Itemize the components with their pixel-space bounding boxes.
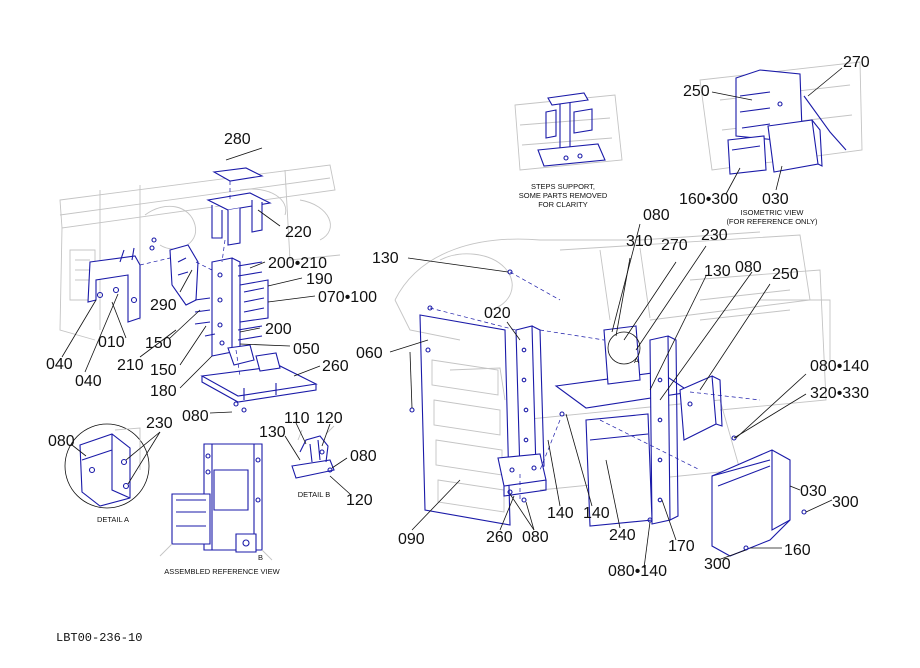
callout-080-left: 080 [182, 408, 209, 425]
callout-270-iso: 270 [843, 54, 870, 71]
callout-labels: 280 220 200•210 190 070•100 290 010 040 … [46, 54, 870, 580]
caption-steps-support-line2: SOME PARTS REMOVED [519, 191, 608, 200]
callout-260-right: 260 [486, 529, 513, 546]
caption-isometric-line1: ISOMETRIC VIEW [741, 208, 805, 217]
right-frame-context [394, 231, 831, 491]
callout-280: 280 [224, 131, 251, 148]
caption-letter-a: A [634, 356, 639, 365]
leader-lines [61, 67, 843, 569]
right-assembly-lines [429, 271, 761, 500]
callout-300-a: 300 [832, 494, 859, 511]
part-020-upright [515, 325, 545, 475]
part-250-side-panel [679, 375, 723, 441]
callout-300-b: 300 [704, 556, 731, 573]
caption-assembled-reference-view: ASSEMBLED REFERENCE VIEW [164, 567, 280, 576]
callout-010: 010 [98, 334, 125, 351]
caption-steps-support-line3: FOR CLARITY [538, 200, 588, 209]
assembled-reference-view [159, 443, 273, 561]
callout-220: 220 [285, 224, 312, 241]
callout-140-a: 140 [547, 505, 574, 522]
callout-270: 270 [661, 237, 688, 254]
callout-230: 230 [701, 227, 728, 244]
callout-200-210: 200•210 [268, 255, 327, 272]
callout-080-140-right: 080•140 [810, 358, 869, 375]
part-010-bracket [87, 247, 141, 323]
callout-260-left: 260 [322, 358, 349, 375]
callout-140-b: 140 [583, 505, 610, 522]
callout-160-300-iso: 160•300 [679, 191, 738, 208]
callout-120-a: 120 [316, 410, 343, 427]
callout-130-detail-b: 130 [259, 424, 286, 441]
callout-080-140-bottom: 080•140 [608, 563, 667, 580]
callout-210: 210 [117, 357, 144, 374]
callout-080-detail-a: 080 [48, 433, 75, 450]
captions: STEPS SUPPORT, SOME PARTS REMOVED FOR CL… [56, 182, 818, 645]
callout-150-b: 150 [150, 362, 177, 379]
detail-a [64, 423, 150, 509]
part-260-foot [497, 453, 547, 497]
callout-080-bottom: 080 [522, 529, 549, 546]
callout-170: 170 [668, 538, 695, 555]
detail-b [291, 425, 335, 479]
callout-250: 250 [772, 266, 799, 283]
callout-060: 060 [356, 345, 383, 362]
callout-320-330: 320•330 [810, 385, 869, 402]
part-main-upright [211, 257, 269, 357]
caption-isometric-line2: (FOR REFERENCE ONLY) [726, 217, 818, 226]
callout-040-a: 040 [46, 356, 73, 373]
callout-160: 160 [784, 542, 811, 559]
caption-detail-a: DETAIL A [97, 515, 129, 524]
callout-180: 180 [150, 383, 177, 400]
callout-150-a: 150 [145, 335, 172, 352]
callout-070-100: 070•100 [318, 289, 377, 306]
left-assembly-lines [139, 181, 241, 377]
callout-110: 110 [284, 410, 310, 427]
callout-250-iso: 250 [683, 83, 710, 100]
callout-190: 190 [306, 271, 333, 288]
part-060-ladder [419, 314, 511, 526]
part-290-bracket [169, 244, 199, 306]
caption-detail-b: DETAIL B [298, 490, 331, 499]
callout-080-top: 080 [643, 207, 670, 224]
callout-080-mid: 080 [735, 259, 762, 276]
callout-310: 310 [626, 233, 653, 250]
callout-080-detail-b: 080 [350, 448, 377, 465]
drawing-number: LBT00-236-10 [56, 631, 142, 645]
callout-050: 050 [293, 341, 320, 358]
callout-030-iso: 030 [762, 191, 789, 208]
steps-support-view [514, 92, 623, 171]
callout-290: 290 [150, 297, 177, 314]
isometric-view [699, 61, 863, 175]
callout-230-detail-a: 230 [146, 415, 173, 432]
callout-130-b: 130 [704, 263, 731, 280]
caption-letter-b: B [258, 553, 263, 562]
callout-030: 030 [800, 483, 827, 500]
callout-200: 200 [265, 321, 292, 338]
part-280-plate [212, 167, 264, 182]
callout-240: 240 [609, 527, 636, 544]
part-030-cover [711, 449, 791, 557]
left-frame-context [59, 164, 341, 341]
part-260-plate [200, 344, 318, 403]
callout-090: 090 [398, 531, 425, 548]
callout-040-b: 040 [75, 373, 102, 390]
callout-020: 020 [484, 305, 511, 322]
part-220-bracket [206, 192, 272, 246]
part-230-step-frame [554, 325, 692, 525]
callout-130-a: 130 [372, 250, 399, 267]
caption-steps-support-line1: STEPS SUPPORT, [531, 182, 595, 191]
callout-120-b: 120 [346, 492, 373, 509]
left-fasteners [149, 237, 263, 413]
